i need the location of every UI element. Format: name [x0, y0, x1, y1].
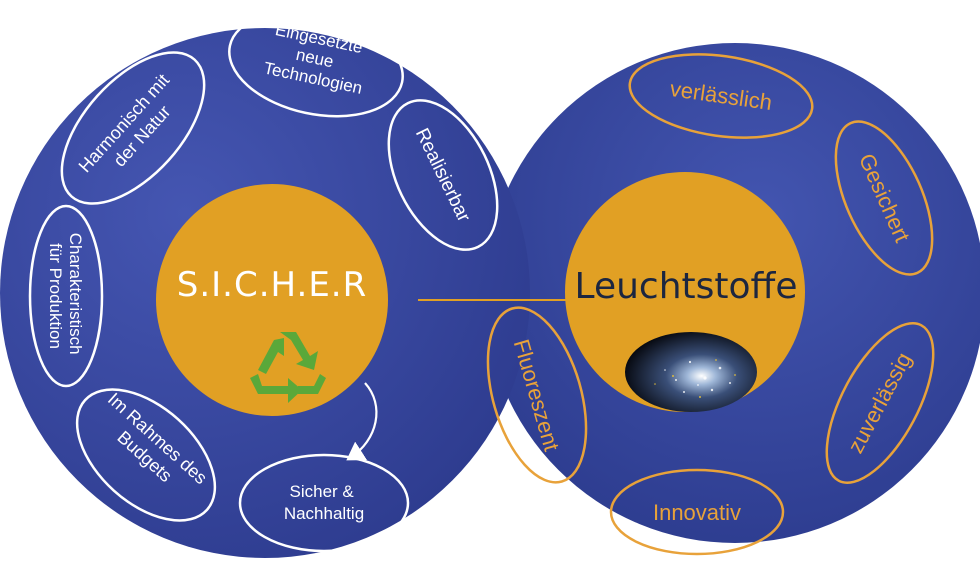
- right-center-title: Leuchtstoffe: [575, 266, 798, 307]
- svg-text:Innovativ: Innovativ: [653, 500, 741, 525]
- svg-text:Charakteristisch für Pro: Charakteristisch für Produktion: [46, 233, 85, 360]
- left-center-circle: [156, 184, 388, 416]
- left-item-sicher-line2: Nachhaltig: [284, 504, 364, 523]
- svg-text:Sicher & Nachhaltig: Sicher & Nachhaltig: [284, 482, 364, 523]
- left-item-produktion-line1: Charakteristisch: [66, 233, 85, 355]
- curved-arrow: [346, 382, 378, 461]
- phosphor-glow-image: [625, 332, 757, 412]
- left-item-sicher-line1: Sicher &: [290, 482, 355, 501]
- right-item-innovativ: Innovativ: [609, 468, 785, 556]
- left-item-produktion-line2: für Produktion: [46, 243, 65, 349]
- left-item-sicher: Sicher & Nachhaltig: [238, 453, 410, 553]
- recycle-icon: [250, 332, 326, 403]
- left-center-title: S.I.C.H.E.R: [177, 265, 367, 305]
- left-item-produktion: Charakteristisch für Produktion: [28, 204, 104, 388]
